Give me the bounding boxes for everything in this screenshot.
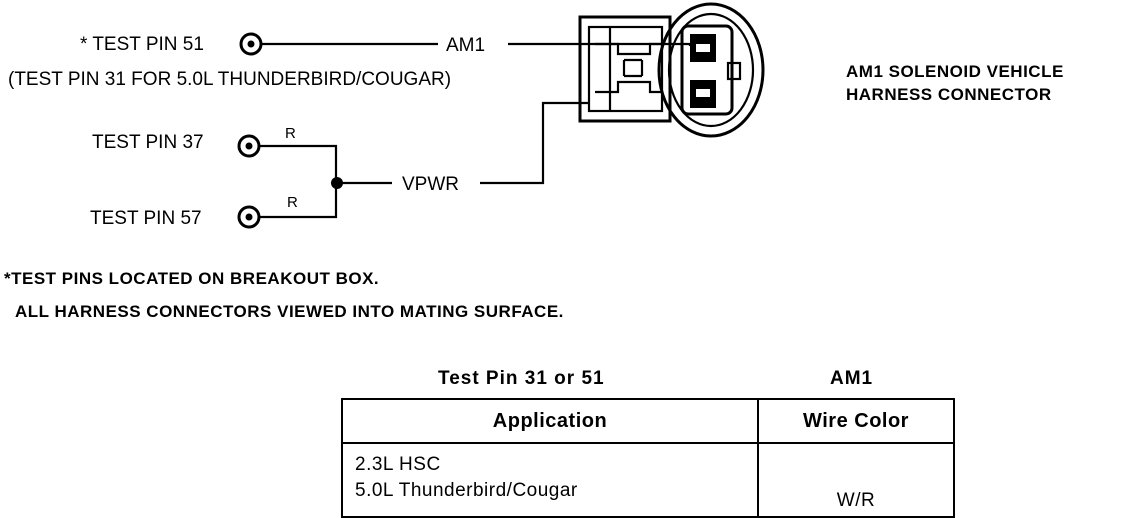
harness-connector-icon: [578, 2, 765, 138]
test-pin-57-label: TEST PIN 57: [90, 208, 202, 229]
table-header-row: Application Wire Color: [341, 398, 955, 444]
note-mating-surface: ALL HARNESS CONNECTORS VIEWED INTO MATIN…: [15, 302, 564, 321]
test-pin-31-note: (TEST PIN 31 FOR 5.0L THUNDERBIRD/COUGAR…: [8, 69, 451, 90]
test-pin-51-terminal: [239, 32, 263, 56]
connector-title-line2: HARNESS CONNECTOR: [846, 85, 1052, 104]
r-wire-label-lower: R: [287, 194, 298, 211]
test-pin-57-terminal: [237, 205, 261, 229]
vpwr-wire-right: [480, 101, 590, 185]
table-caption-am1: AM1: [830, 368, 874, 389]
test-pin-37-terminal: [237, 134, 261, 158]
application-line: 5.0L Thunderbird/Cougar: [355, 480, 578, 501]
application-line: 2.3L HSC: [355, 454, 441, 475]
application-cell: 2.3L HSC 5.0L Thunderbird/Cougar: [341, 443, 759, 517]
r-wire-label-upper: R: [285, 125, 296, 142]
wire-color-table: Application Wire Color 2.3L HSC 5.0L Thu…: [341, 398, 955, 518]
wiring-diagram: * TEST PIN 51 AM1 (TEST PIN 31 FOR 5.0L …: [4, 2, 1064, 321]
table-caption-test-pin: Test Pin 31 or 51: [438, 368, 605, 389]
table-row: 2.3L HSC 5.0L Thunderbird/Cougar W/R: [341, 443, 955, 517]
column-header-application: Application: [341, 398, 759, 444]
vpwr-wire-label: VPWR: [402, 174, 459, 195]
test-pin-51-label: * TEST PIN 51: [80, 34, 204, 55]
am1-wire-label: AM1: [446, 35, 485, 56]
wire-color-cell: W/R: [757, 443, 955, 517]
connector-title-line1: AM1 SOLENOID VEHICLE: [846, 62, 1064, 81]
note-test-pins-location: *TEST PINS LOCATED ON BREAKOUT BOX.: [4, 269, 379, 288]
column-header-wire-color: Wire Color: [757, 398, 955, 444]
pin-57-wire: [260, 183, 338, 219]
test-pin-37-label: TEST PIN 37: [92, 132, 204, 153]
pin-37-wire: [260, 144, 338, 183]
